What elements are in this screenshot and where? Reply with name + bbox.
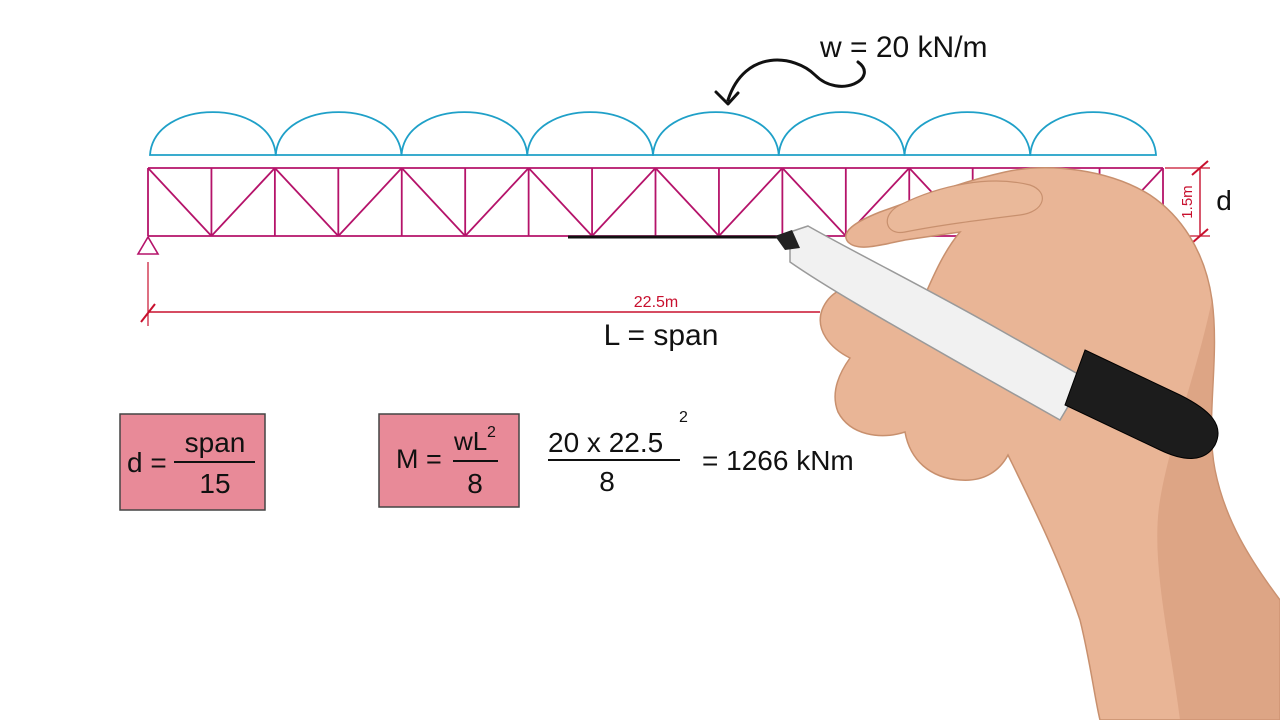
- load-arch: [777, 111, 906, 156]
- diagonal-member: [591, 167, 657, 237]
- depth-tick-bottom: [1191, 228, 1209, 244]
- depth-formula-numerator: span: [185, 427, 246, 458]
- depth-formula-lhs: d =: [127, 447, 167, 478]
- load-arch: [652, 111, 780, 156]
- diagonal-member: [464, 167, 530, 237]
- distributed-load: [149, 111, 1157, 156]
- pin-support: [136, 235, 160, 255]
- diagonal-member: [147, 167, 213, 237]
- load-arch: [274, 111, 403, 156]
- load-arch: [1029, 111, 1157, 156]
- diagonal-member: [654, 167, 720, 237]
- depth-dimension-value: 1.5m: [1179, 185, 1196, 218]
- diagonal-member: [527, 167, 593, 237]
- load-pointer-arrow: [726, 58, 866, 102]
- calc-result: = 1266 kNm: [702, 445, 854, 476]
- depth-formula-denominator: 15: [199, 468, 230, 499]
- hand-with-marker: [775, 167, 1280, 720]
- diagonal-member: [718, 167, 784, 237]
- load-arch: [149, 111, 277, 156]
- diagonal-member: [781, 167, 847, 237]
- moment-formula-lhs: M =: [396, 444, 442, 474]
- moment-calculation: 20 x 22.5 2 8 = 1266 kNm: [548, 409, 854, 497]
- moment-formula-denominator: 8: [467, 468, 483, 499]
- load-pointer-arrowhead: [714, 90, 740, 106]
- span-dimension-value: 22.5m: [634, 294, 678, 311]
- load-arch: [526, 111, 654, 156]
- load-arch: [400, 111, 529, 156]
- moment-formula-exponent: 2: [487, 424, 496, 441]
- calc-denominator: 8: [599, 466, 615, 497]
- moment-formula-numerator: wL: [453, 426, 487, 456]
- load-arch: [903, 111, 1032, 156]
- calc-exponent: 2: [679, 409, 688, 426]
- span-tick: [140, 303, 156, 323]
- diagonal-member: [401, 167, 466, 237]
- diagonal-member: [337, 167, 403, 237]
- depth-formula-box: d = span 15: [119, 413, 266, 511]
- load-label: w = 20 kN/m: [819, 31, 988, 64]
- marker-cap: [1064, 349, 1219, 459]
- calc-numerator: 20 x 22.5: [548, 427, 663, 458]
- truss: [147, 167, 1164, 237]
- span-label: L = span: [604, 319, 719, 352]
- thumb: [886, 180, 1043, 234]
- diagonal-member: [210, 167, 276, 237]
- depth-label: d: [1216, 185, 1232, 216]
- depth-tick-top: [1191, 160, 1209, 176]
- moment-formula-box: M = wL 2 8: [378, 413, 520, 508]
- diagonal-member: [274, 167, 339, 237]
- marker-tip: [775, 230, 800, 250]
